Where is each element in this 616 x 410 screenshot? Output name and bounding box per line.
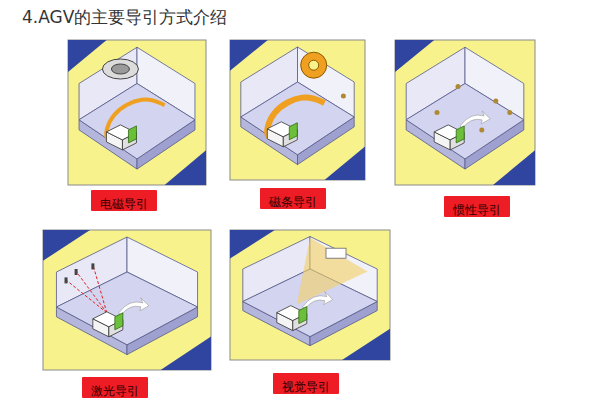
method-label-box: 电磁导引 bbox=[91, 190, 157, 211]
corner-shade bbox=[161, 336, 211, 370]
floor-marker bbox=[435, 110, 440, 115]
laser-beam bbox=[77, 272, 107, 313]
panel-illustration bbox=[43, 230, 211, 370]
room-floor bbox=[56, 272, 197, 345]
visual-target bbox=[326, 248, 346, 258]
panel-illustration bbox=[230, 40, 365, 180]
corner-shade bbox=[165, 150, 206, 185]
corner-shade bbox=[230, 40, 268, 71]
corner-shade bbox=[230, 230, 275, 259]
method-label-box: 视觉导引 bbox=[273, 373, 339, 394]
agv-vehicle bbox=[93, 312, 123, 337]
reflector bbox=[91, 263, 94, 269]
agv-vehicle bbox=[434, 125, 464, 150]
panel-background bbox=[68, 40, 206, 185]
corner-shade bbox=[493, 150, 535, 185]
motion-arrow bbox=[460, 111, 490, 129]
room-floor bbox=[79, 84, 195, 159]
reflector bbox=[65, 277, 68, 283]
panel-illustration bbox=[395, 40, 535, 185]
method-label-box: 磁条导引 bbox=[260, 188, 326, 209]
floor-marker bbox=[341, 94, 346, 99]
method-label-box: 激光导引 bbox=[82, 377, 148, 398]
floor-marker bbox=[479, 127, 484, 132]
panel-background bbox=[230, 40, 365, 180]
reflector bbox=[75, 269, 78, 275]
tape-roll bbox=[301, 52, 327, 78]
corner-shade bbox=[43, 230, 90, 261]
agv-vehicle bbox=[267, 122, 297, 147]
floor-marker bbox=[456, 84, 461, 89]
panel-background bbox=[43, 230, 211, 370]
method-label: 磁条导引 bbox=[269, 195, 317, 210]
room-floor bbox=[241, 82, 354, 155]
camera-view-cone bbox=[297, 238, 368, 305]
method-label-box: 惯性导引 bbox=[444, 196, 510, 217]
method-label: 视觉导引 bbox=[282, 380, 330, 395]
method-label: 惯性导引 bbox=[453, 203, 501, 218]
panel-background bbox=[395, 40, 535, 185]
panel-illustration bbox=[68, 40, 206, 185]
panel-background bbox=[230, 230, 390, 360]
panel-illustration bbox=[230, 230, 390, 360]
method-label: 电磁导引 bbox=[100, 197, 148, 212]
corner-shade bbox=[395, 40, 434, 72]
motion-arrow bbox=[119, 298, 149, 316]
room-floor bbox=[406, 84, 524, 159]
floor-marker bbox=[493, 98, 498, 103]
agv-vehicle bbox=[106, 125, 136, 150]
motion-arrow bbox=[303, 292, 333, 310]
corner-shade bbox=[325, 146, 366, 180]
corner-shade bbox=[68, 40, 107, 72]
agv-vehicle bbox=[277, 306, 307, 331]
laser-beam bbox=[93, 266, 106, 312]
floor-marker bbox=[507, 110, 512, 115]
laser-beam bbox=[67, 280, 107, 312]
method-label: 激光导引 bbox=[91, 384, 139, 399]
cable-coil bbox=[102, 59, 138, 79]
page-title: 4.AGV的主要导引方式介绍 bbox=[22, 6, 227, 29]
corner-shade bbox=[342, 329, 390, 360]
